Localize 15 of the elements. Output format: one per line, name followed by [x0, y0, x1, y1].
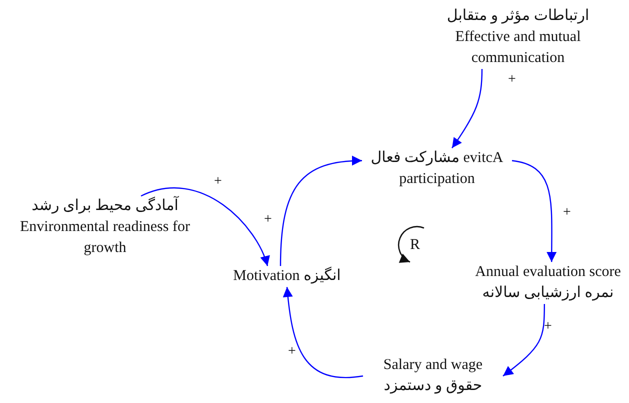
polarity-sign: + — [288, 345, 296, 359]
polarity-sign: + — [508, 73, 516, 87]
loop-label: R — [410, 238, 420, 252]
polarity-sign: + — [214, 175, 222, 189]
arrow — [140, 187, 270, 266]
variable-label: مشارکت فعال evitcA participation — [362, 148, 512, 190]
arrow — [512, 160, 557, 262]
arrow — [280, 156, 362, 266]
polarity-sign: + — [544, 320, 552, 334]
variable-label: Motivation انگیزه — [222, 266, 352, 287]
arrow — [502, 304, 545, 376]
arrow — [452, 68, 483, 148]
arrow — [282, 286, 364, 378]
polarity-sign: + — [563, 206, 571, 220]
polarity-sign: + — [264, 213, 272, 227]
